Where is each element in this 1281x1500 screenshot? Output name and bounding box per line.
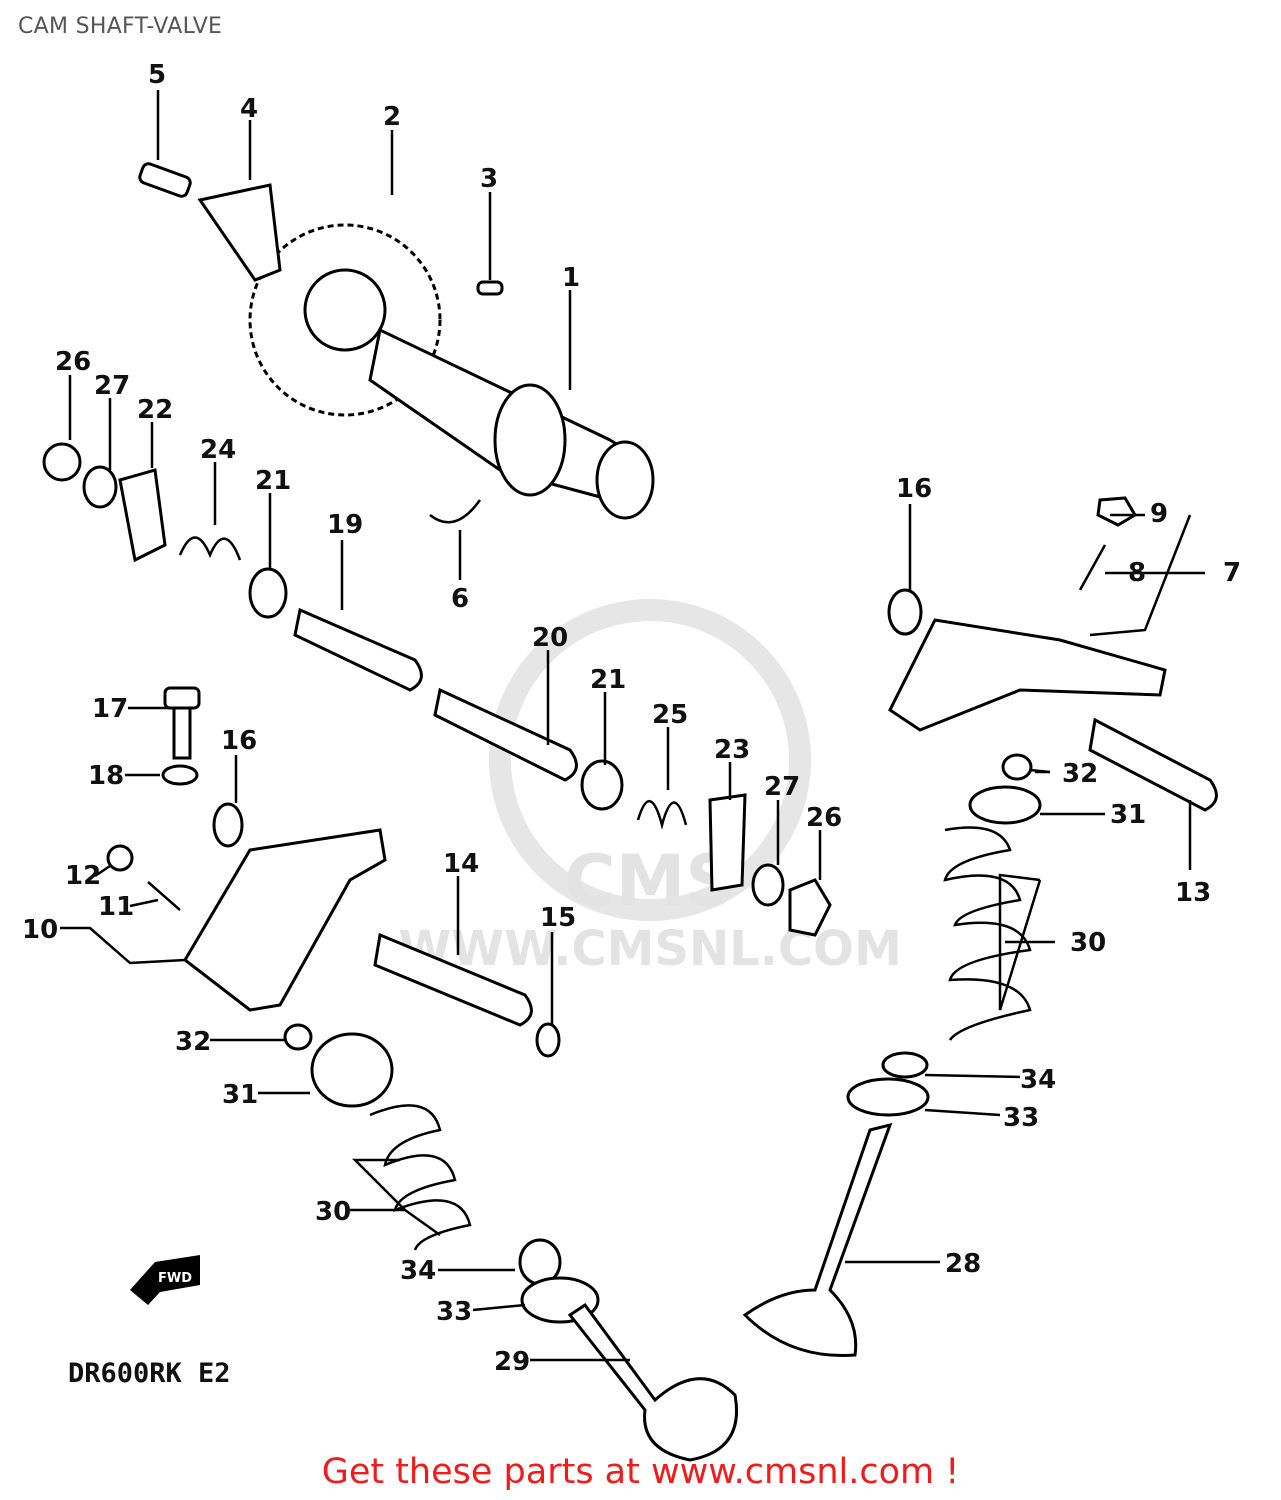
callout-26b: 26 <box>806 803 842 833</box>
leader-lines <box>60 90 1205 1362</box>
washer-16l <box>212 802 244 848</box>
callout-30a: 30 <box>1070 928 1106 958</box>
callout-7: 7 <box>1223 558 1241 588</box>
shaft-20 <box>433 687 578 782</box>
page-title: CAM SHAFT-VALVE <box>18 14 223 39</box>
bolt-17-shank <box>172 706 192 760</box>
nut-26 <box>788 878 832 937</box>
cotter-32l <box>283 1023 313 1051</box>
washer-27 <box>751 863 785 907</box>
callout-18: 18 <box>88 761 124 791</box>
nut-left <box>42 442 82 482</box>
retainer-31l <box>310 1032 394 1108</box>
footer-link[interactable]: Get these parts at www.cmsnl.com ! <box>321 1452 960 1492</box>
spring-left <box>178 536 242 561</box>
bolt-17 <box>163 686 201 710</box>
callout-17: 17 <box>92 694 128 724</box>
callout-19: 19 <box>327 510 363 540</box>
callout-27a: 27 <box>94 371 130 401</box>
washer-21a <box>248 567 288 619</box>
washer-16r <box>887 588 923 636</box>
callout-11: 11 <box>98 892 134 922</box>
rocker-shaft-left <box>373 932 533 1027</box>
callout-1: 1 <box>562 263 580 293</box>
parts <box>42 162 1218 1462</box>
callout-4: 4 <box>240 94 258 124</box>
fwd-label: FWD <box>158 1271 192 1286</box>
callout-21a: 21 <box>255 466 291 496</box>
spring-25 <box>636 799 688 830</box>
adjuster-8 <box>1078 544 1107 591</box>
plate-23 <box>708 793 747 892</box>
callout-25: 25 <box>652 700 688 730</box>
callout-30b: 30 <box>315 1197 351 1227</box>
callout-31b: 31 <box>222 1080 258 1110</box>
callout-10: 10 <box>22 915 58 945</box>
retainer-31r <box>968 785 1042 825</box>
callout-29: 29 <box>494 1347 530 1377</box>
callout-33a: 33 <box>1003 1103 1039 1133</box>
cotter-32r <box>1001 753 1033 781</box>
callout-33b: 33 <box>436 1297 472 1327</box>
washer-left <box>82 465 118 509</box>
spring-30r <box>943 826 1032 1041</box>
callout-26a: 26 <box>55 347 91 377</box>
c-clip <box>429 499 482 524</box>
callout-5: 5 <box>148 60 166 90</box>
callout-12: 12 <box>65 861 101 891</box>
rocker-shaft-right <box>1088 717 1218 812</box>
rocker-arm-left <box>183 828 387 1012</box>
callout-20: 20 <box>532 623 568 653</box>
callout-34a: 34 <box>1020 1065 1056 1095</box>
seal-34r <box>881 1051 929 1079</box>
callout-6: 6 <box>451 584 469 614</box>
sprocket-hub <box>303 268 387 352</box>
callout-15: 15 <box>540 903 576 933</box>
callout-2: 2 <box>383 102 401 132</box>
washer-18 <box>161 764 199 786</box>
callout-23: 23 <box>714 735 750 765</box>
callout-8: 8 <box>1128 558 1146 588</box>
callout-labels: 5 4 2 3 1 26 27 22 24 21 19 6 16 9 8 7 2… <box>22 60 1241 1377</box>
shaft-19 <box>293 607 423 692</box>
fwd-arrow: FWD <box>130 1255 200 1305</box>
callout-24: 24 <box>200 435 236 465</box>
callout-27b: 27 <box>764 772 800 802</box>
callout-9: 9 <box>1150 499 1168 529</box>
seat-33r <box>846 1077 930 1117</box>
pin <box>476 280 504 296</box>
bolt <box>138 162 192 198</box>
spring-30l <box>369 1104 472 1251</box>
rocker-arm-right <box>888 618 1167 732</box>
callout-32a: 32 <box>1062 759 1098 789</box>
watermark: CMS WWW.CMSNL.COM <box>398 599 902 977</box>
callout-34b: 34 <box>400 1256 436 1286</box>
callout-31a: 31 <box>1110 800 1146 830</box>
valve-29 <box>567 1302 738 1462</box>
callout-3: 3 <box>480 164 498 194</box>
watermark-logo: CMS <box>564 840 735 922</box>
callout-16a: 16 <box>896 474 932 504</box>
watermark-text: WWW.CMSNL.COM <box>398 921 902 977</box>
lock-plate <box>197 183 282 282</box>
callout-14: 14 <box>443 849 479 879</box>
callout-13: 13 <box>1175 878 1211 908</box>
callout-22: 22 <box>137 395 173 425</box>
plate-left <box>118 468 167 563</box>
valve-28 <box>742 1122 893 1357</box>
nut-9 <box>1096 496 1138 527</box>
o-ring <box>535 1022 561 1058</box>
callout-28: 28 <box>945 1249 981 1279</box>
callout-16b: 16 <box>221 726 257 756</box>
model-code: DR600RK E2 <box>68 1358 231 1389</box>
adjuster-11 <box>147 881 181 911</box>
washer-21b <box>580 759 624 811</box>
callout-32b: 32 <box>175 1027 211 1057</box>
callout-21b: 21 <box>590 665 626 695</box>
